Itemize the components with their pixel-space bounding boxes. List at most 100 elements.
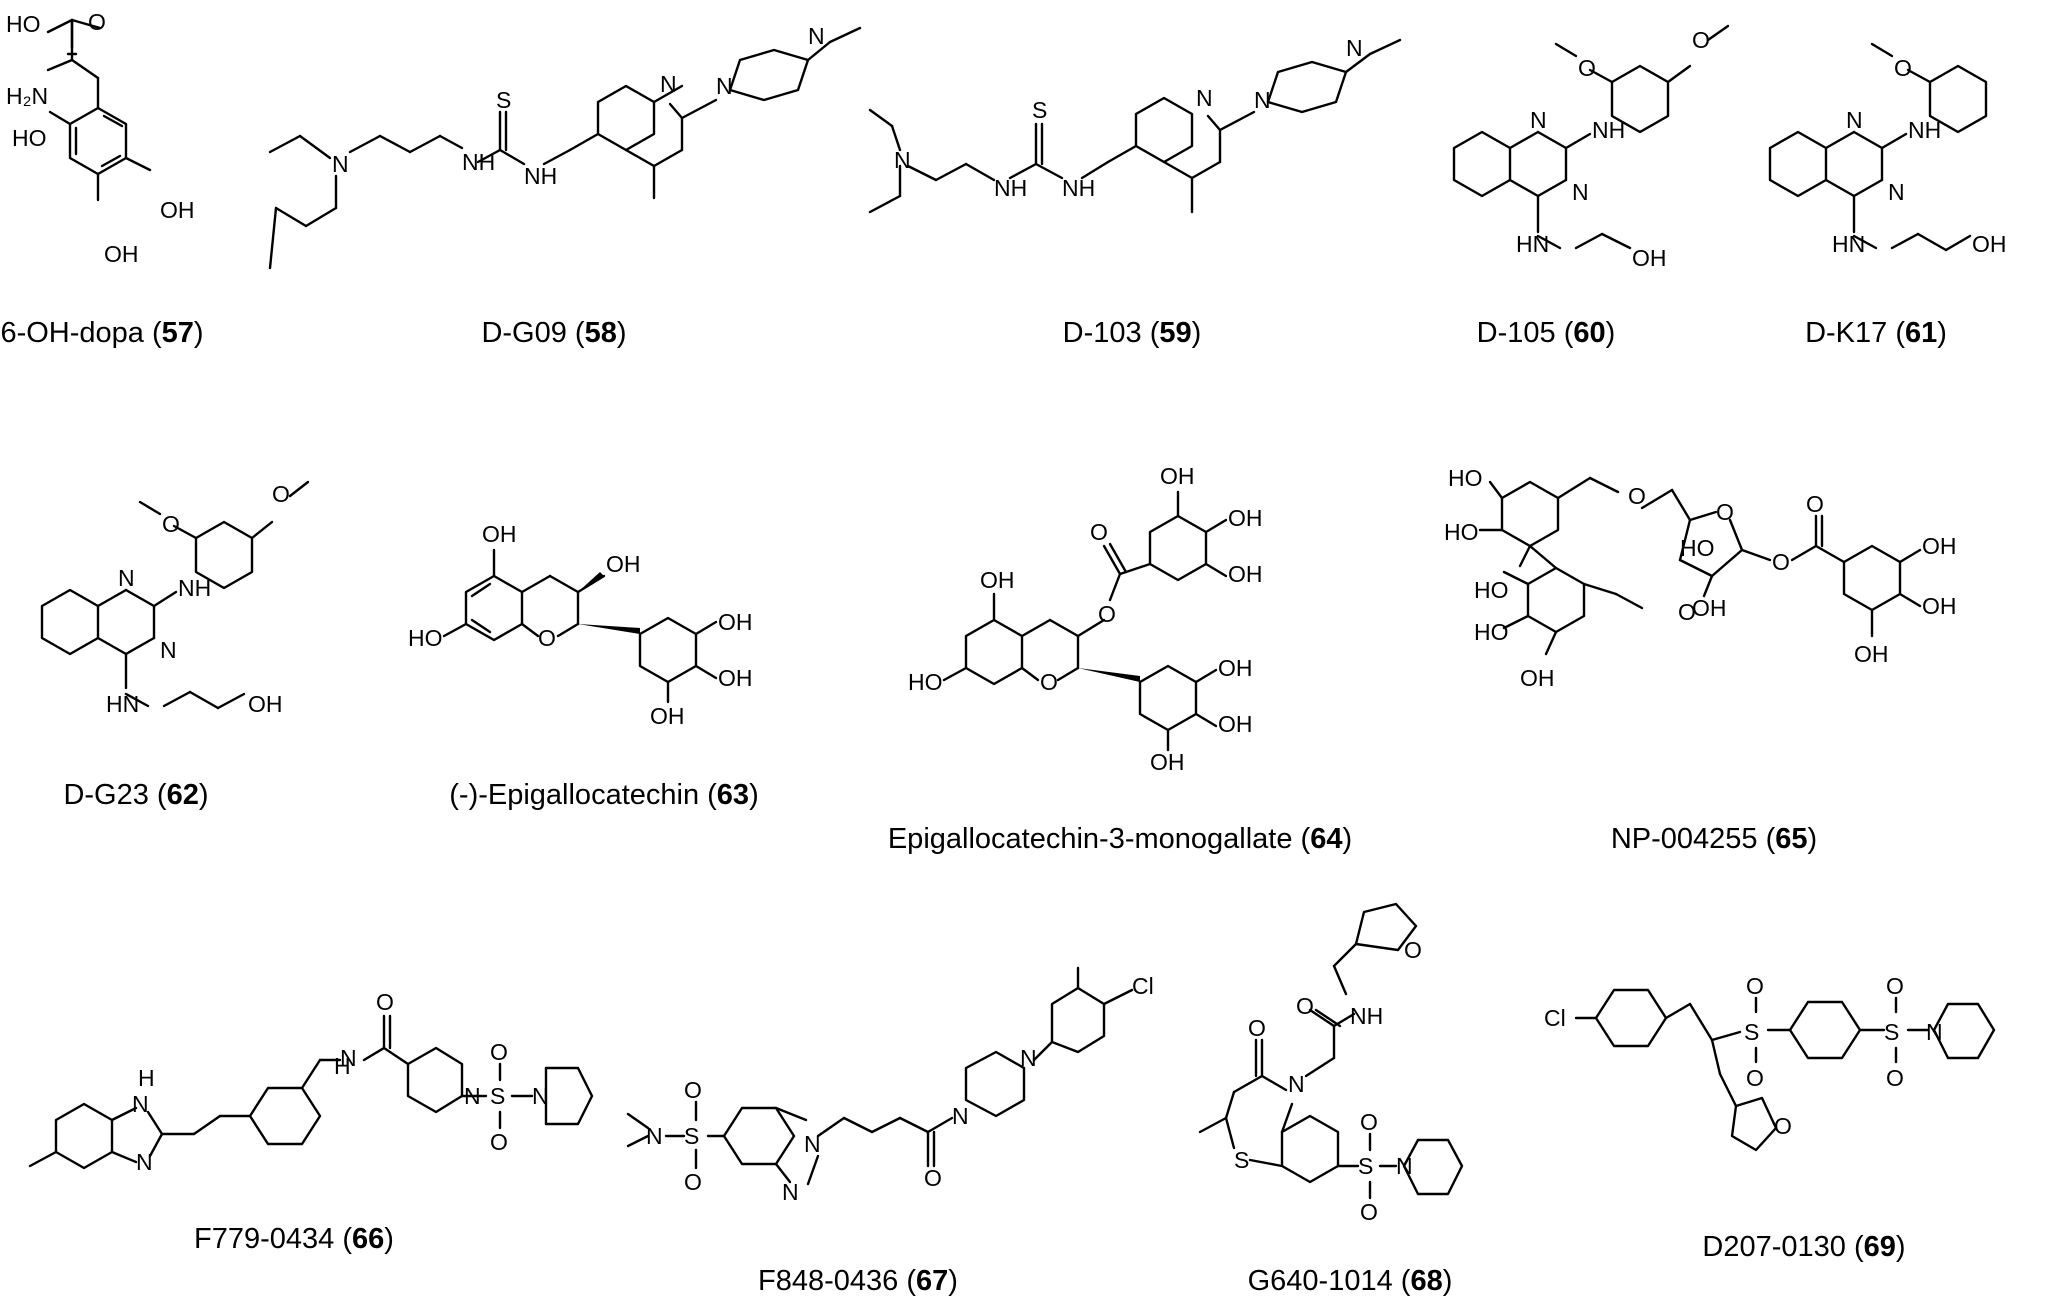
atom-label: S <box>496 87 511 113</box>
atom-label: N <box>894 147 911 173</box>
compound-caption-64: Epigallocatechin-3-monogallate (64) <box>888 823 1352 855</box>
compound-caption-58: D-G09 (58) <box>481 317 626 349</box>
structure-62: N N NH HN OH O O <box>40 480 310 717</box>
atom-label: N <box>1846 107 1863 133</box>
atom-label: N <box>716 73 733 99</box>
compound-caption-63: (-)-Epigallocatechin (63) <box>449 779 758 811</box>
structure-64: OH HO O O O OH OH OH OH OH OH <box>908 463 1263 775</box>
atom-label: OH <box>1632 245 1667 271</box>
atom-label: HN <box>1832 231 1865 257</box>
atom-label: HO <box>6 11 41 37</box>
atom-label: O <box>538 625 556 651</box>
atom-label: OH <box>606 551 641 577</box>
atom-label: N <box>1196 85 1213 111</box>
atom-label: O <box>376 989 394 1015</box>
atom-label: H <box>138 1065 155 1091</box>
atom-label: S <box>1744 1019 1759 1045</box>
atom-label: OH <box>1922 533 1957 559</box>
atom-label: N <box>332 151 349 177</box>
atom-label: HO <box>1444 519 1479 545</box>
structure-65: HO HO HO HO OH O HO O OH O O O OH OH OH <box>1444 465 1957 691</box>
atom-label: O <box>1716 499 1734 525</box>
atom-label: S <box>684 1123 699 1149</box>
atom-label: N <box>808 23 825 49</box>
structure-58: N NH S NH N N N <box>268 23 862 270</box>
compound-caption-62: D-G23 (62) <box>63 779 208 811</box>
atom-label: NH <box>178 575 211 601</box>
compound-caption-67: F848-0436 (67) <box>758 1265 958 1297</box>
atom-label: N <box>1926 1019 1943 1045</box>
atom-label: O <box>490 1039 508 1065</box>
atom-label: N <box>136 1149 153 1175</box>
atom-label: OH <box>160 197 195 223</box>
compound-caption-61: D-K17 (61) <box>1805 317 1947 349</box>
atom-label: O <box>1886 973 1904 999</box>
atom-label: N <box>118 565 135 591</box>
atom-label: HO <box>908 669 943 695</box>
atom-label: N <box>952 1103 969 1129</box>
atom-label: O <box>1248 1015 1266 1041</box>
structure-69: Cl S O O S O O N O <box>1544 973 1996 1152</box>
atom-label: H <box>334 1053 351 1079</box>
atom-label: NH <box>1908 117 1941 143</box>
compound-caption-57: 6-OH-dopa (57) <box>0 317 203 349</box>
atom-label: N <box>340 1045 357 1071</box>
atom-label: O <box>1040 669 1058 695</box>
atom-label: N <box>1254 87 1271 113</box>
atom-label: O <box>1894 55 1912 81</box>
atom-label: N <box>804 1131 821 1157</box>
atom-label: N <box>1530 107 1547 133</box>
atom-label: NH <box>1592 117 1625 143</box>
atom-label: O <box>162 511 180 537</box>
atom-label: OH <box>1228 561 1263 587</box>
atom-label: O <box>924 1165 942 1191</box>
structure-68: O S N S O O N O NH O <box>1198 902 1464 1225</box>
atom-label: O <box>1772 549 1790 575</box>
atom-label: O <box>1360 1109 1378 1135</box>
compound-caption-66: F779-0434 (66) <box>194 1223 394 1255</box>
compound-caption-68: G640-1014 (68) <box>1248 1265 1453 1297</box>
atom-label: NH <box>994 175 1027 201</box>
atom-label: O <box>1886 1065 1904 1091</box>
structure-57: HO O H₂N HO OH OH <box>6 9 195 267</box>
atom-label: NH <box>524 163 557 189</box>
atom-label: OH <box>1218 711 1253 737</box>
atom-label: HO <box>1474 577 1509 603</box>
atom-label: O <box>684 1169 702 1195</box>
atom-label: N <box>1396 1153 1413 1179</box>
structure-61: N N NH HN OH O <box>1768 42 2007 257</box>
atom-label: O <box>1692 27 1710 53</box>
atom-label: HN <box>106 691 139 717</box>
compound-caption-59: D-103 (59) <box>1063 317 1202 349</box>
atom-label: O <box>1360 1199 1378 1225</box>
atom-label: HO <box>1680 535 1715 561</box>
atom-label: O <box>1806 491 1824 517</box>
atom-label: N <box>1888 179 1905 205</box>
atom-label: OH <box>1520 665 1555 691</box>
structure-60: N N NH HN OH O O <box>1452 24 1730 271</box>
atom-label: NH <box>1062 175 1095 201</box>
atom-label: OH <box>650 703 685 729</box>
atom-label: Cl <box>1544 1005 1566 1031</box>
atom-label: N <box>1346 35 1363 61</box>
structure-66: H N N H N O N S O O N <box>28 989 594 1175</box>
atom-label: O <box>1296 993 1314 1019</box>
atom-label: OH <box>104 241 139 267</box>
atom-label: N <box>1572 179 1589 205</box>
atom-label: O <box>684 1077 702 1103</box>
atom-label: HO <box>408 625 443 651</box>
atom-label: O <box>1746 1065 1764 1091</box>
atom-label: O <box>490 1129 508 1155</box>
atom-label: O <box>1678 599 1696 625</box>
atom-label: N <box>532 1083 549 1109</box>
atom-label: OH <box>718 665 753 691</box>
structure-59: N NH S NH N N N <box>868 35 1402 214</box>
structure-67: N S O O N N O N N Cl <box>626 966 1154 1205</box>
compound-caption-65: NP-004255 (65) <box>1611 823 1817 855</box>
atom-label: HO <box>12 125 47 151</box>
atom-label: O <box>1090 519 1108 545</box>
atom-label: OH <box>1922 593 1957 619</box>
atom-label: HN <box>1516 231 1549 257</box>
atom-label: OH <box>482 521 517 547</box>
atom-label: O <box>1578 55 1596 81</box>
